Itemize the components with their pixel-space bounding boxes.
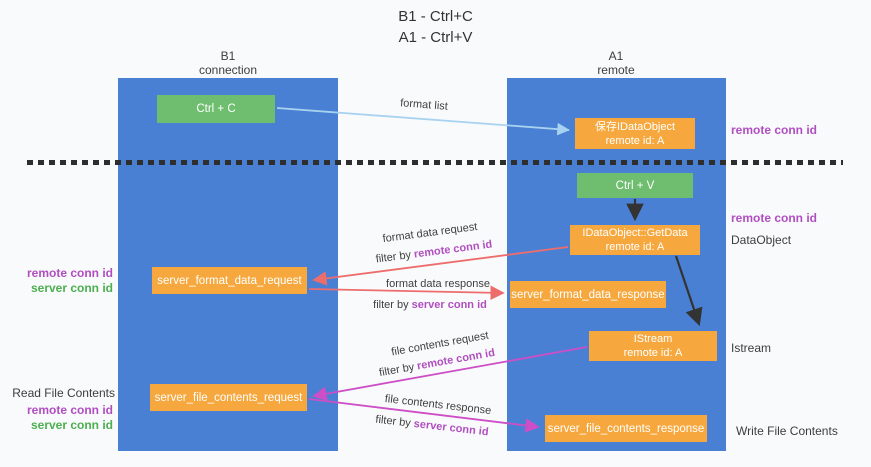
remote-conn-id-annotation-2: remote conn id (731, 211, 818, 225)
server-format-data-response-label: server_format_data_response (511, 288, 665, 301)
server-file-contents-response-label: server_file_contents_response (547, 422, 705, 435)
server-file-contents-response-box: server_file_contents_response (545, 415, 707, 442)
left-server-conn-id-2: server conn id (30, 418, 113, 432)
getdata-line2: remote id: A (605, 241, 665, 253)
filter-by-text: filter by (373, 299, 412, 311)
server-conn-id-term: server conn id (413, 417, 490, 439)
server-format-data-request-label: server_format_data_request (157, 274, 302, 287)
istream-line2: remote id: A (623, 347, 683, 359)
lane-header-b1: B1 connection (158, 49, 298, 77)
left-remote-conn-id-2: remote conn id (26, 403, 113, 417)
lane-b1-name: B1 (220, 49, 236, 63)
lane-b1-subtitle: connection (198, 63, 258, 77)
left-remote-conn-id-1: remote conn id (26, 266, 113, 280)
istream-box: IStream remote id: A (589, 331, 717, 361)
read-file-contents-annotation: Read File Contents (12, 386, 115, 400)
write-file-contents-annotation: Write File Contents (736, 424, 838, 438)
file-contents-response-label: file contents response (384, 392, 492, 418)
format-response-filter-label: filter by server conn id (373, 299, 487, 311)
save-dataobject-line2: remote id: A (605, 134, 665, 147)
server-file-contents-request-label: server_file_contents_request (154, 391, 303, 404)
filter-by-text: filter by (374, 413, 415, 430)
diagram-title: B1 - Ctrl+C A1 - Ctrl+V (0, 6, 871, 48)
ctrl-c-label: Ctrl + C (196, 103, 236, 115)
format-data-response-label: format data response (386, 278, 490, 290)
file-response-filter-label: filter by server conn id (375, 414, 489, 439)
dashed-divider-line (27, 160, 843, 165)
save-dataobject-box: 保存IDataObject remote id: A (575, 118, 695, 149)
remote-conn-id-annotation-1: remote conn id (731, 123, 818, 137)
format-list-label: format list (399, 97, 449, 113)
server-format-data-response-box: server_format_data_response (510, 281, 666, 308)
dataobject-annotation: DataObject (731, 233, 792, 247)
save-dataobject-line1: 保存IDataObject (594, 120, 676, 133)
istream-line1: IStream (633, 333, 673, 345)
lane-header-a1: A1 remote (546, 49, 686, 77)
title-line-2: A1 - Ctrl+V (398, 29, 473, 46)
server-conn-id-term: server conn id (411, 299, 487, 311)
lane-a1-subtitle: remote (597, 63, 635, 77)
filter-by-text: filter by (378, 360, 419, 380)
getdata-line1: IDataObject::GetData (582, 227, 688, 239)
ctrl-v-label: Ctrl + V (615, 179, 655, 192)
lane-a1-name: A1 (608, 49, 624, 63)
ctrl-c-box: Ctrl + C (157, 95, 275, 123)
remote-conn-id-term: remote conn id (413, 238, 493, 261)
ctrl-v-box: Ctrl + V (577, 173, 693, 198)
server-file-contents-request-box: server_file_contents_request (150, 384, 307, 411)
title-line-1: B1 - Ctrl+C (398, 8, 473, 25)
istream-annotation: Istream (731, 341, 772, 355)
left-server-conn-id-1: server conn id (30, 281, 113, 295)
getdata-box: IDataObject::GetData remote id: A (570, 225, 700, 255)
server-format-data-request-box: server_format_data_request (152, 267, 307, 294)
filter-by-text: filter by (375, 248, 415, 266)
